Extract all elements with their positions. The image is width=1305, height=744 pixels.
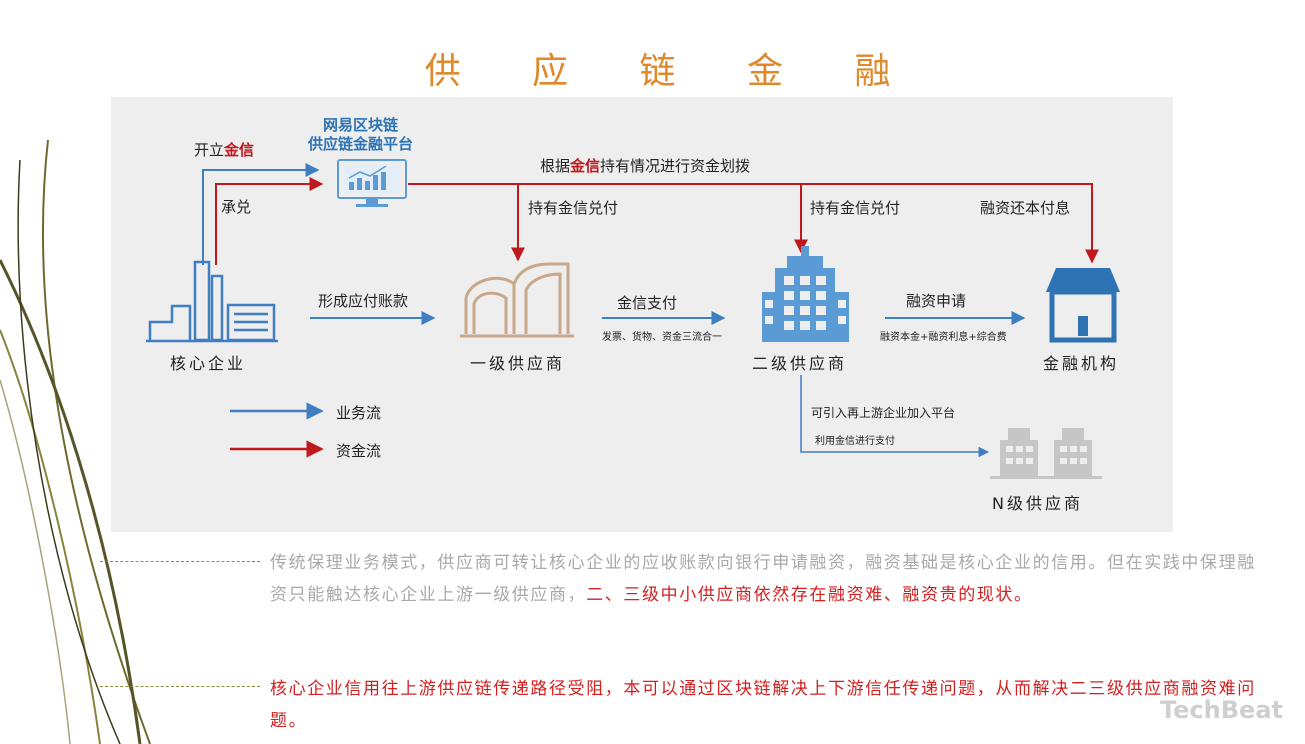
node-core: 核心企业 xyxy=(170,354,247,373)
payment-label: 金信支付 xyxy=(617,294,678,312)
node-bank: 金融机构 xyxy=(1043,354,1120,373)
allocation-label-suffix: 持有情况进行资金划拨 xyxy=(600,157,751,175)
platform-label: 网易区块链 供应链金融平台 xyxy=(308,116,413,154)
tiern-buildings-icon xyxy=(990,428,1102,479)
tier1-icon xyxy=(460,262,574,338)
bank-house-icon xyxy=(1046,268,1120,343)
accept-flow-line xyxy=(215,177,324,265)
open-flow-line xyxy=(202,163,320,265)
node-tier2: 二级供应商 xyxy=(752,354,848,373)
note-1: 传统保理业务模式，供应商可转让核心企业的应收账款向银行申请融资，融资基础是核心企… xyxy=(270,547,1270,611)
upstream-pay-label: 利用金信进行支付 xyxy=(815,436,895,447)
three-flows-label: 发票、货物、资金三流合一 xyxy=(602,332,722,343)
allocation-line xyxy=(408,183,1099,264)
accept-label: 承兑 xyxy=(221,198,252,216)
note-2-dash xyxy=(100,686,260,687)
watermark: TechBeat xyxy=(1159,696,1283,724)
finance-apply-label: 融资申请 xyxy=(906,292,967,310)
repay-label: 融资还本付息 xyxy=(980,199,1071,217)
allocation-label: 根据金信持有情况进行资金划拨 xyxy=(540,155,750,176)
tier2-building-icon xyxy=(762,246,849,342)
open-label-prefix: 开立 xyxy=(194,141,225,159)
open-label: 开立金信 xyxy=(194,139,254,160)
platform-label-line-2: 供应链金融平台 xyxy=(308,135,414,153)
payable-label: 形成应付账款 xyxy=(318,292,409,310)
page-title: 供 应 链 金 融 xyxy=(424,51,921,92)
note-2: 核心企业信用往上游供应链传递路径受阻，本可以通过区块链解决上下游信任传递问题，从… xyxy=(270,679,1256,731)
tier2-redeem-label: 持有金信兑付 xyxy=(810,199,901,217)
allocation-label-prefix: 根据 xyxy=(540,157,571,175)
platform-monitor-icon xyxy=(337,159,407,207)
legend-business-label: 业务流 xyxy=(336,404,382,422)
upstream-join-label: 可引入再上游企业加入平台 xyxy=(811,406,956,420)
note-1-red-text: 二、三级中小供应商依然存在融资难、融资贵的现状。 xyxy=(586,585,1033,605)
upstream-line xyxy=(800,375,990,458)
allocation-label-em: 金信 xyxy=(570,157,601,175)
node-tiern: N级供应商 xyxy=(992,494,1083,513)
platform-label-line-1: 网易区块链 xyxy=(323,116,399,134)
decorative-curves xyxy=(0,139,151,744)
legend-funds-label: 资金流 xyxy=(336,442,382,460)
tier1-redeem-label: 持有金信兑付 xyxy=(528,199,619,217)
note-1-gray-text: 传统保理业务模式，供应商可转让核心企业的应收账款向银行申请融资，融资基础是核心企… xyxy=(270,553,1256,605)
note-1-dash xyxy=(100,561,260,562)
open-label-em: 金信 xyxy=(224,141,255,159)
node-tier1: 一级供应商 xyxy=(470,354,566,373)
finance-cost-label: 融资本金+融资利息+综合费 xyxy=(880,332,1007,343)
factory-icon xyxy=(146,260,278,343)
